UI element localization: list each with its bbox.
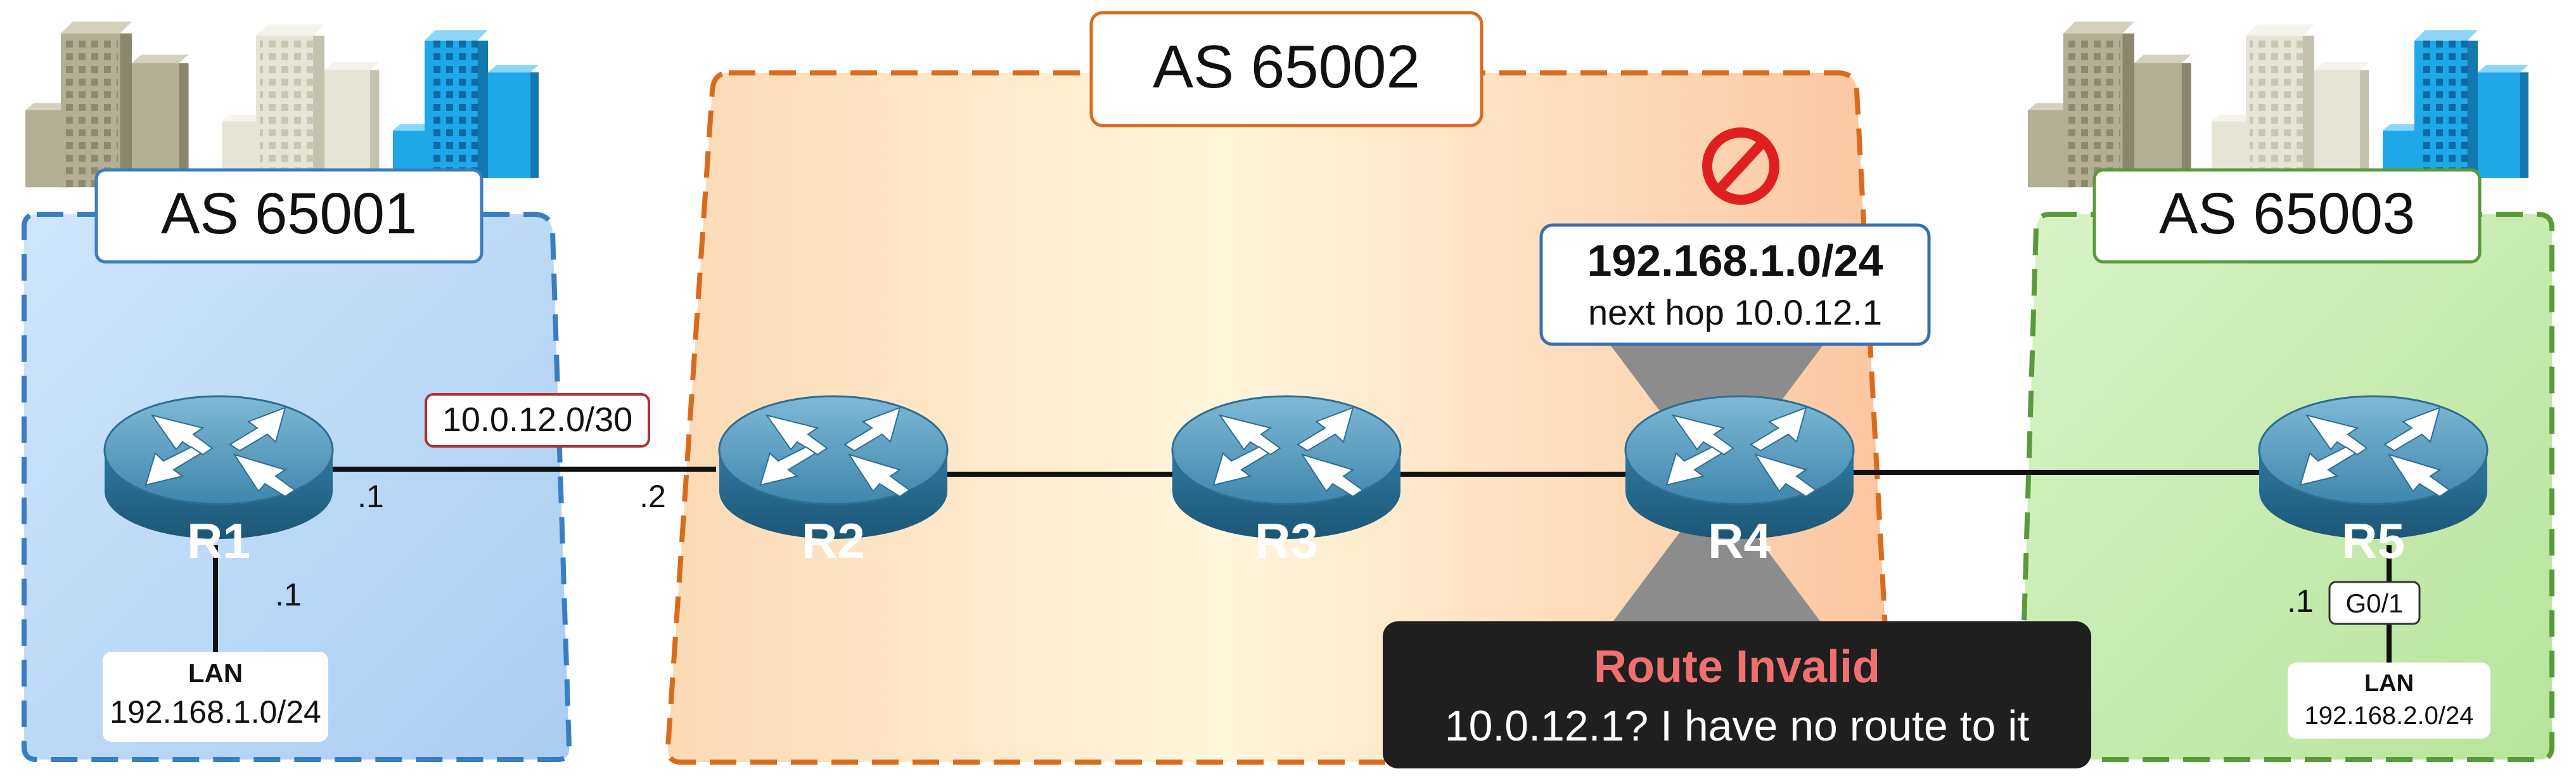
buildings-right — [2028, 22, 2528, 190]
svg-text:LAN: LAN — [188, 658, 243, 688]
svg-text:192.168.1.0/24: 192.168.1.0/24 — [1587, 236, 1883, 285]
svg-text:10.0.12.1? I have no route to: 10.0.12.1? I have no route to it — [1445, 702, 2030, 750]
svg-text:R4: R4 — [1708, 513, 1771, 569]
r1-host-address: .1 — [357, 479, 384, 514]
router-r5[interactable]: R5 — [2258, 395, 2489, 569]
svg-text:next hop 10.0.12.1: next hop 10.0.12.1 — [1588, 292, 1882, 332]
callout-connector-top — [1608, 342, 1825, 444]
route-advertisement-callout: 192.168.1.0/24 next hop 10.0.12.1 — [1539, 223, 1931, 346]
callout-connector-bottom — [1608, 526, 1825, 628]
svg-text:R2: R2 — [802, 513, 865, 569]
subnet-tag: 10.0.12.0/30 — [425, 393, 650, 448]
svg-text:192.168.1.0/24: 192.168.1.0/24 — [110, 694, 321, 730]
svg-text:R1: R1 — [187, 513, 250, 569]
buildings-left — [25, 22, 539, 190]
svg-text:R5: R5 — [2342, 513, 2405, 569]
router-r2[interactable]: R2 — [718, 395, 949, 569]
router-r4[interactable]: R4 — [1624, 395, 1855, 569]
svg-text:10.0.12.0/30: 10.0.12.0/30 — [442, 401, 632, 439]
as-65002-label: AS 65002 — [1089, 11, 1483, 127]
r2-host-address: .2 — [639, 479, 666, 514]
svg-text:192.168.2.0/24: 192.168.2.0/24 — [2305, 702, 2474, 730]
lan-right-box: LAN 192.168.2.0/24 — [2288, 663, 2490, 739]
router-r1[interactable]: R1 — [103, 395, 334, 569]
svg-text:R3: R3 — [1255, 513, 1318, 569]
svg-text:AS 65003: AS 65003 — [2159, 181, 2415, 246]
r5-interface-tag: G0/1 — [2328, 581, 2421, 625]
as-65003-label: AS 65003 — [2092, 168, 2482, 264]
svg-text:Route Invalid: Route Invalid — [1594, 642, 1880, 692]
router-r3[interactable]: R3 — [1171, 395, 1402, 569]
svg-text:LAN: LAN — [2364, 670, 2414, 697]
svg-text:G0/1: G0/1 — [2345, 588, 2403, 618]
as-65001-label: AS 65001 — [94, 168, 484, 264]
r1-lan-host-address: .1 — [275, 577, 302, 612]
r5-lan-host-address: .1 — [2287, 583, 2314, 619]
svg-text:AS 65002: AS 65002 — [1153, 33, 1420, 101]
route-invalid-callout: Route Invalid 10.0.12.1? I have no route… — [1383, 621, 2091, 768]
lan-left-box: LAN 192.168.1.0/24 — [103, 652, 328, 742]
prohibited-icon — [1702, 127, 1779, 205]
svg-text:AS 65001: AS 65001 — [161, 181, 417, 246]
